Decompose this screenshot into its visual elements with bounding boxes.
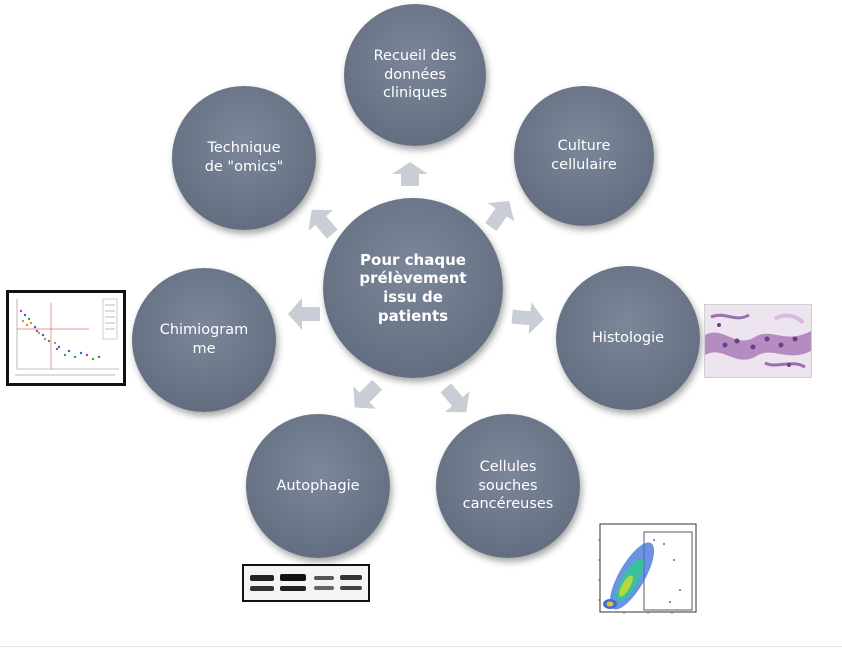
node-histologie: Histologie: [556, 266, 700, 410]
node-autophagie: Autophagie: [246, 414, 390, 558]
scatter-plot-icon: [598, 523, 697, 614]
histology-image: [704, 304, 812, 378]
node-chimiogramme: Chimiogram me: [132, 268, 276, 412]
arrow-left-icon: [288, 298, 320, 330]
arrow-upright-icon: [485, 200, 515, 232]
chart-icon: [9, 293, 123, 383]
node-cellules-label: Cellules souches cancéreuses: [462, 458, 554, 513]
node-center: Pour chaque prélèvement issu de patients: [323, 198, 503, 378]
arrow-downleft-icon: [353, 379, 383, 409]
node-chimiogramme-label: Chimiogram me: [159, 322, 249, 357]
node-autophagie-label: Autophagie: [276, 477, 360, 494]
node-culture: Culture cellulaire: [514, 86, 654, 226]
arrow-upleft-icon: [308, 209, 338, 239]
node-recueil: Recueil des données cliniques: [344, 4, 486, 146]
arrow-up-icon: [392, 162, 428, 186]
node-cellules: Cellules souches cancéreuses: [436, 414, 580, 558]
node-recueil-label: Recueil des données cliniques: [373, 47, 457, 102]
chemogram-image: [6, 290, 126, 386]
node-center-label: Pour chaque prélèvement issu de patients: [359, 250, 467, 325]
node-histologie-label: Histologie: [591, 329, 665, 346]
western-blot-image: [242, 564, 370, 602]
divider-line: [0, 646, 842, 647]
node-culture-label: Culture cellulaire: [551, 138, 617, 173]
arrow-right-icon: [511, 302, 544, 335]
node-omics: Technique de "omics": [172, 86, 316, 230]
arrow-downright-icon: [440, 383, 470, 413]
blot-icon: [244, 566, 368, 600]
flow-cytometry-image: [584, 520, 700, 626]
node-omics-label: Technique de "omics": [204, 140, 284, 175]
histology-micrograph-icon: [705, 305, 811, 377]
